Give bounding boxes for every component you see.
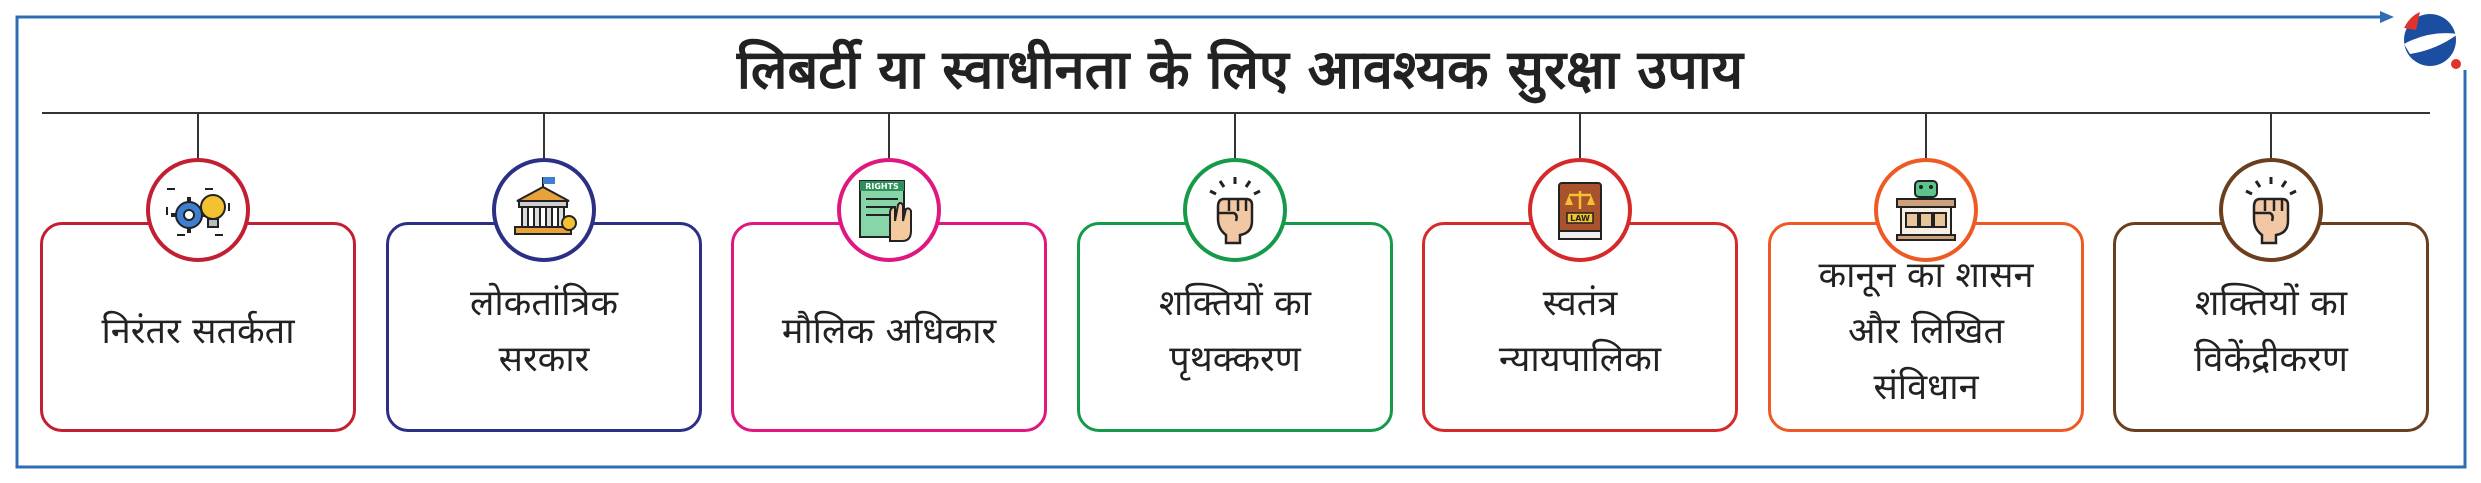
card-label: निरंतर सतर्कता [43,225,353,429]
card-label: शक्तियों का पृथक्करण [1080,225,1390,429]
card-label-line: निरंतर सतर्कता [101,311,295,352]
safeguard-card: निरंतर सतर्कता [40,222,356,432]
card-label: लोकतांत्रिक सरकार [389,225,699,429]
raised-fist-icon [1209,177,1261,245]
raised-fist-icon [2245,177,2297,245]
safeguard-card: स्वतंत्र न्यायपालिका [1422,222,1738,432]
card-label: मौलिक अधिकार [734,225,1044,429]
icon-badge [146,158,250,262]
card-label: शक्तियों का विकेंद्रीकरण [2116,225,2426,429]
icon-badge [2219,158,2323,262]
icon-badge [1183,158,1287,262]
svg-text:RIGHTS: RIGHTS [865,182,899,191]
svg-text:LAW: LAW [1570,214,1590,223]
card-label-line: शक्तियों का [2194,283,2348,324]
card-label-line: पृथक्करण [1169,339,1301,380]
frame-border [15,15,2467,469]
card-label-line: स्वतंत्र [1542,283,1618,324]
page-title: लिबर्टी या स्वाधीनता के लिए आवश्यक सुरक्… [736,38,1744,101]
rights-document-icon: RIGHTS [859,180,912,242]
government-building-icon [514,177,577,235]
card-label-line: शक्तियों का [1158,283,1312,324]
icon-badge [1874,158,1978,262]
icon-badge: RIGHTS [837,158,941,262]
icon-badge [492,158,596,262]
card-label-line: न्यायपालिका [1498,339,1662,380]
court-desk-icon [1896,180,1956,241]
card-label-line: और लिखित [1847,311,2005,352]
card-label-line: लोकतांत्रिक [469,283,619,324]
card-label-line: विकेंद्रीकरण [2194,339,2348,380]
safeguard-card: शक्तियों का पृथक्करण [1077,222,1393,432]
logo-icon [2404,12,2461,69]
icon-badge: LAW [1528,158,1632,262]
gear-bulb-icon [166,188,230,236]
frame-arrowhead [2380,11,2394,23]
card-label-line: सरकार [498,339,590,380]
card-label: स्वतंत्र न्यायपालिका [1425,225,1735,429]
card-label-line: मौलिक अधिकार [781,311,997,352]
law-book-icon: LAW [1558,182,1602,240]
safeguard-card: लोकतांत्रिक सरकार [386,222,702,432]
card-label-line: संविधान [1873,367,1979,408]
